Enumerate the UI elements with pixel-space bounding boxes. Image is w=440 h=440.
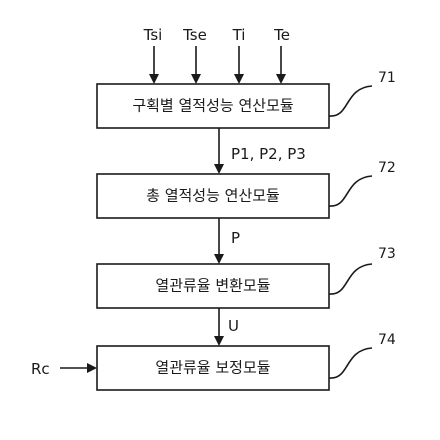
module-72: 총 열적성능 연산모듈 bbox=[96, 173, 330, 219]
input-arrow-ti bbox=[234, 46, 244, 84]
leader-line-73 bbox=[328, 263, 373, 295]
module-71-label: 구획별 열적성능 연산모듈 bbox=[132, 97, 293, 115]
input-label-ti: Ti bbox=[232, 26, 246, 44]
ref-number-74: 74 bbox=[378, 332, 396, 348]
module-74-label: 열관류율 보정모듈 bbox=[155, 359, 270, 377]
flow-label-u: U bbox=[228, 317, 239, 335]
ref-number-73: 73 bbox=[378, 246, 396, 262]
leader-line-71 bbox=[328, 85, 373, 117]
input-label-rc: Rc bbox=[31, 360, 50, 378]
input-label-tse: Tse bbox=[182, 26, 207, 44]
flow-arrow-71-72 bbox=[214, 128, 224, 174]
module-73-label: 열관류율 변환모듈 bbox=[155, 277, 270, 295]
leader-line-72 bbox=[328, 175, 373, 207]
module-72-label: 총 열적성능 연산모듈 bbox=[146, 187, 280, 205]
input-arrow-rc bbox=[60, 363, 97, 373]
flow-arrow-72-73 bbox=[214, 218, 224, 264]
leader-line-74 bbox=[328, 347, 373, 379]
input-label-tsi: Tsi bbox=[143, 26, 163, 44]
ref-number-72: 72 bbox=[378, 160, 396, 176]
module-74: 열관류율 보정모듈 bbox=[96, 345, 330, 391]
input-arrow-tse bbox=[191, 46, 201, 84]
flow-label-p1-p2-p3: P1, P2, P3 bbox=[231, 145, 306, 163]
flow-label-p: P bbox=[231, 229, 240, 247]
flow-arrow-73-74 bbox=[214, 308, 224, 346]
module-71: 구획별 열적성능 연산모듈 bbox=[96, 83, 330, 129]
input-arrow-tsi bbox=[149, 46, 159, 84]
ref-number-71: 71 bbox=[378, 70, 396, 86]
input-arrow-te bbox=[276, 46, 286, 84]
input-label-te: Te bbox=[273, 26, 290, 44]
module-73: 열관류율 변환모듈 bbox=[96, 263, 330, 309]
